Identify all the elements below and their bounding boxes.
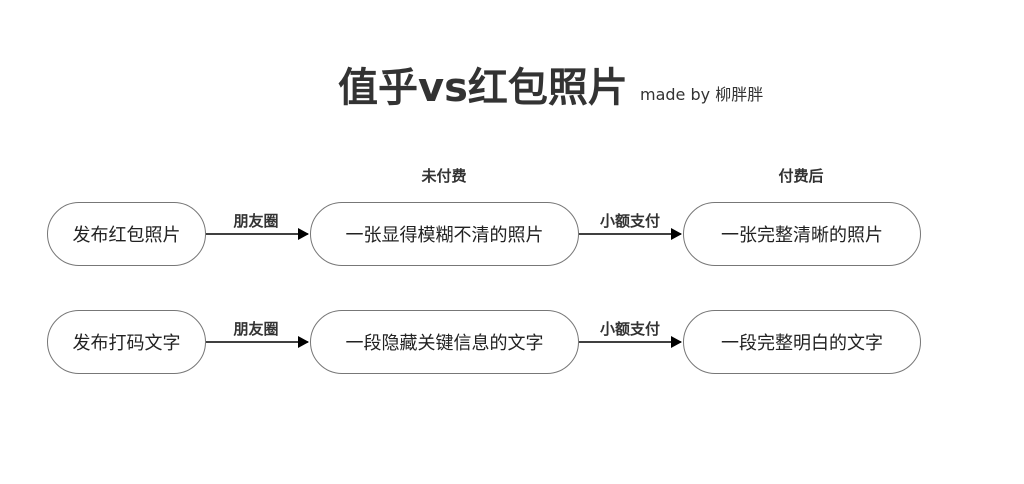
- column-header-paid: 付费后: [778, 167, 824, 185]
- node-label: 发布打码文字: [72, 333, 181, 354]
- node-label: 一段完整明白的文字: [721, 333, 883, 354]
- node-label: 一段隐藏关键信息的文字: [345, 333, 544, 354]
- node-row2-middle: 一段隐藏关键信息的文字: [310, 310, 579, 374]
- node-label: 一张完整清晰的照片: [721, 225, 883, 246]
- edge-label-row2-first: 朋友圈: [233, 320, 279, 338]
- node-row2-end: 一段完整明白的文字: [683, 310, 921, 374]
- diagram-title: 值乎vs红包照片: [338, 65, 628, 111]
- node-label: 发布红包照片: [72, 225, 181, 246]
- edge-label-row1-first: 朋友圈: [233, 212, 279, 230]
- node-label: 一张显得模糊不清的照片: [345, 225, 544, 246]
- edge-label-row2-second: 小额支付: [599, 320, 661, 338]
- node-row1-middle: 一张显得模糊不清的照片: [310, 202, 579, 266]
- edge-label-row1-second: 小额支付: [599, 212, 661, 230]
- node-row1-start: 发布红包照片: [47, 202, 206, 266]
- diagram-author: made by 柳胖胖: [640, 85, 764, 104]
- column-header-unpaid: 未付费: [421, 167, 467, 185]
- node-row1-end: 一张完整清晰的照片: [683, 202, 921, 266]
- node-row2-start: 发布打码文字: [47, 310, 206, 374]
